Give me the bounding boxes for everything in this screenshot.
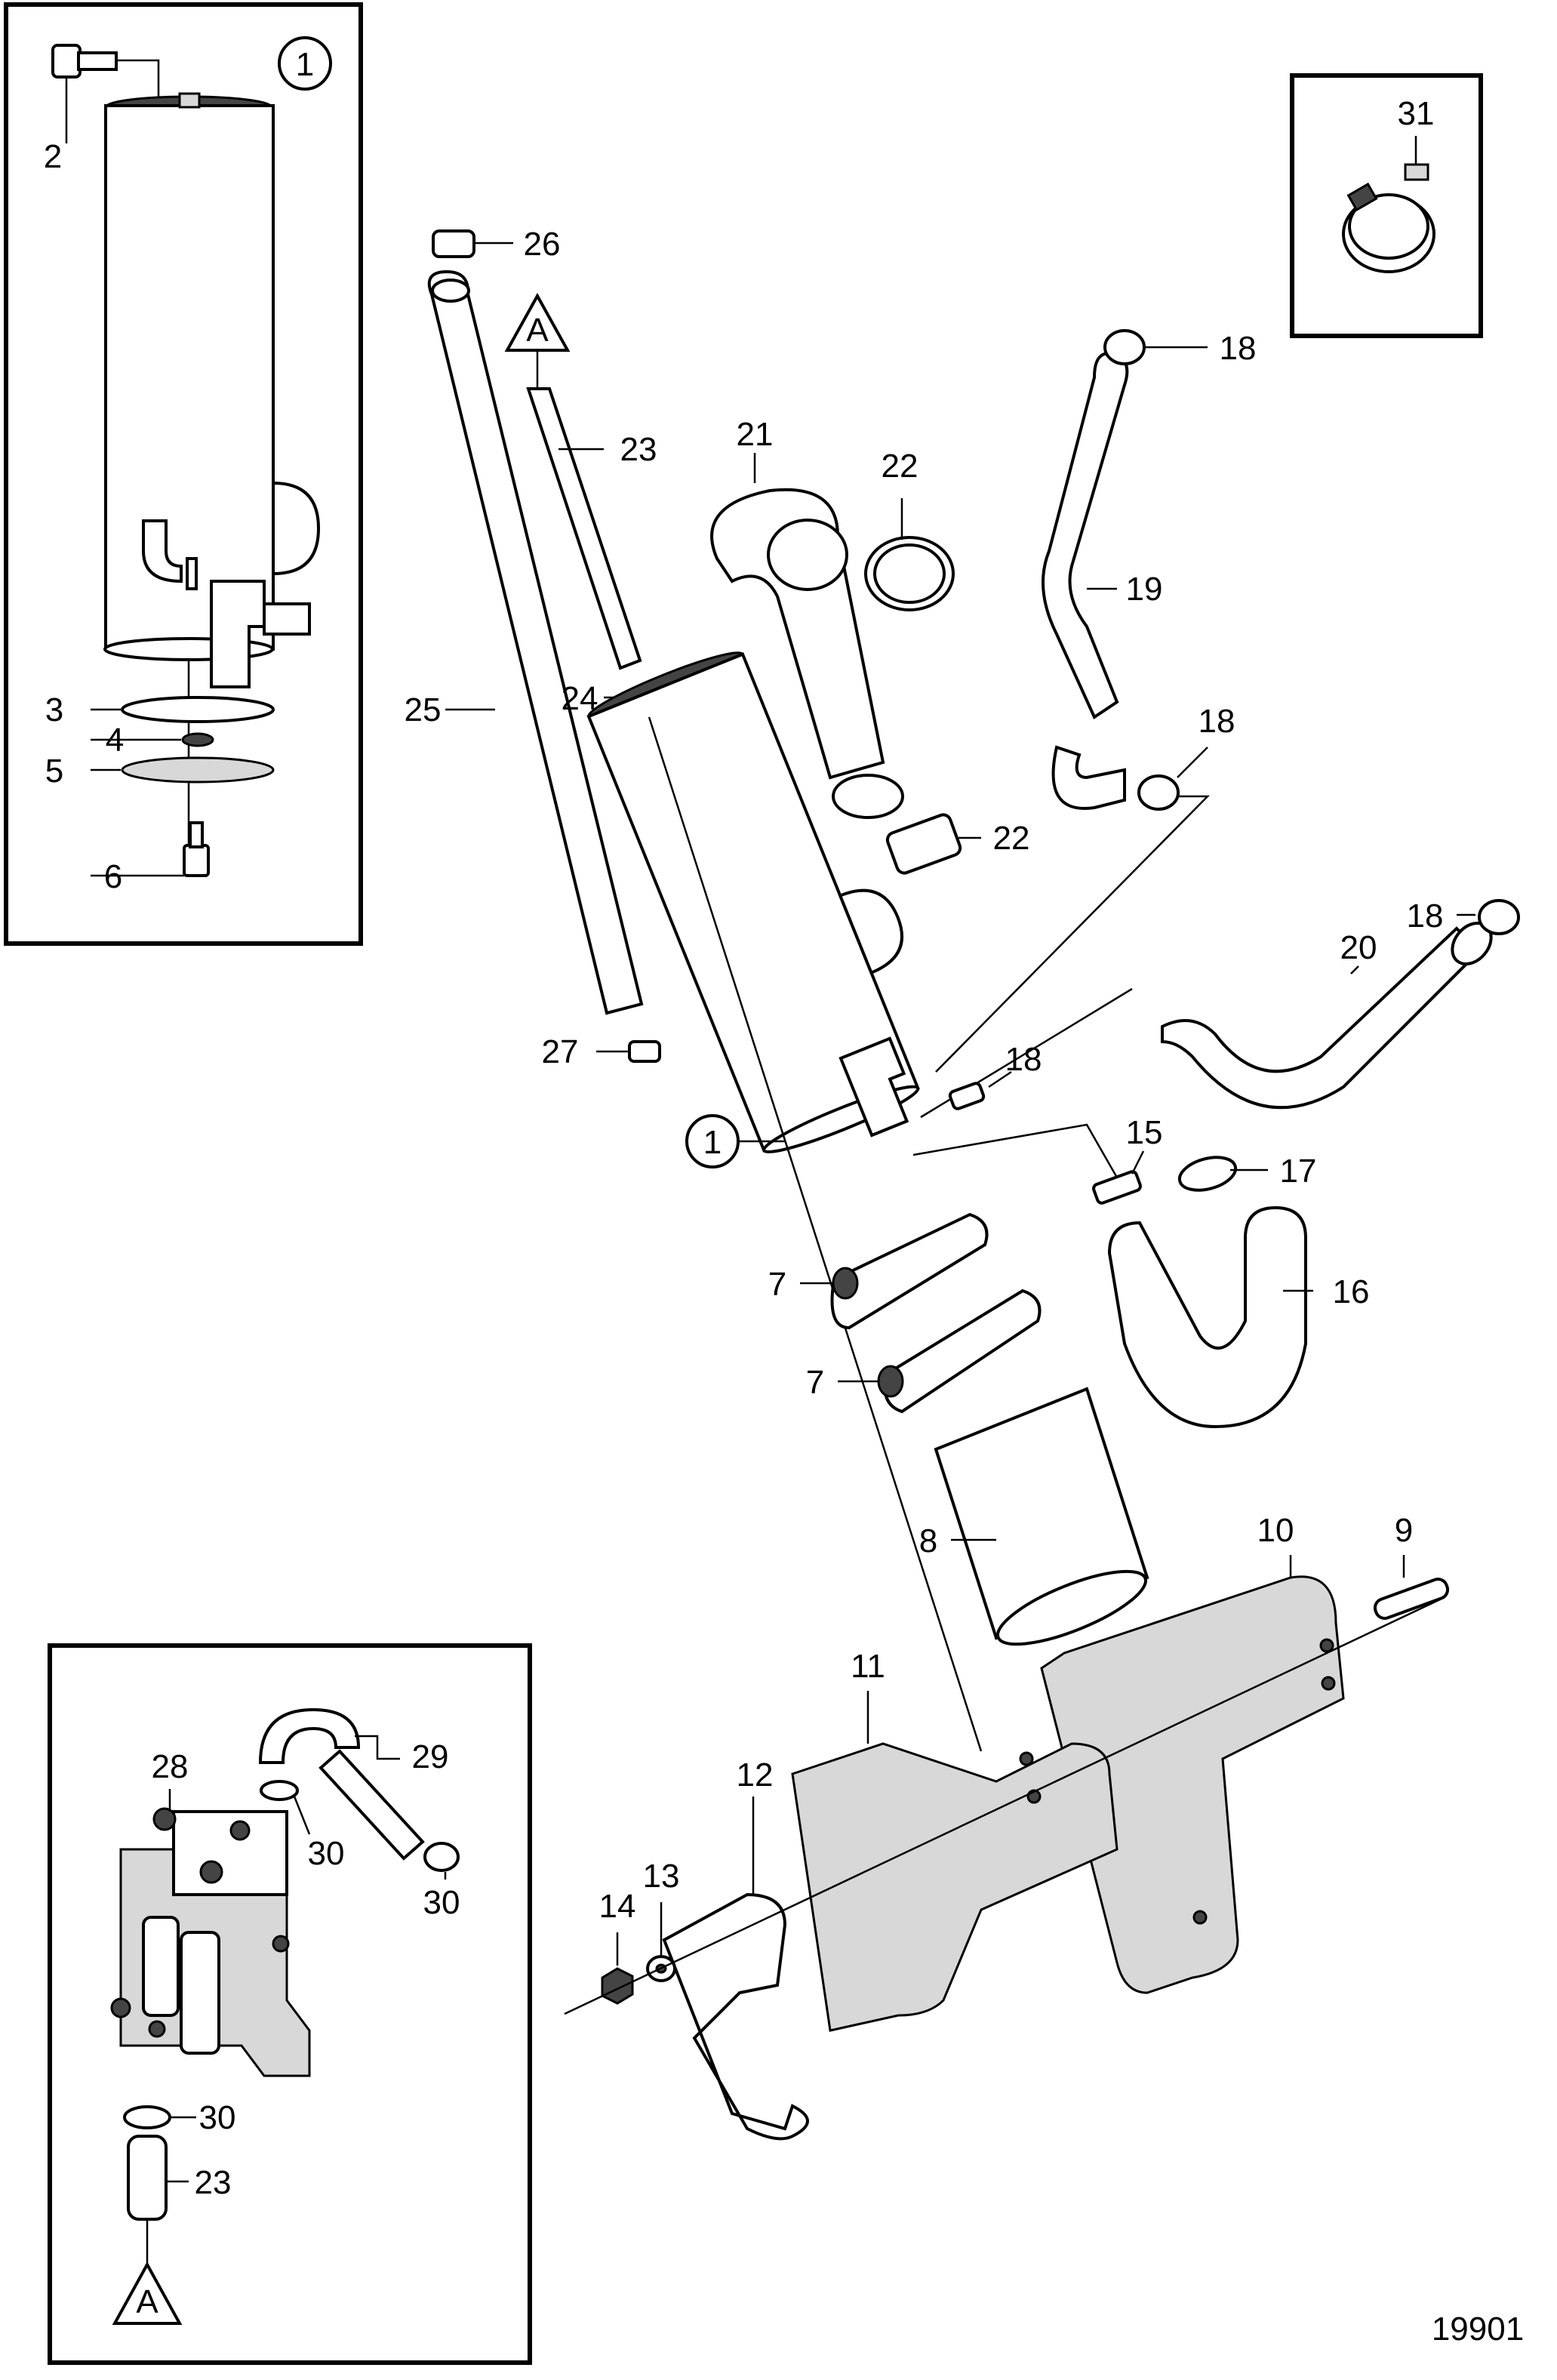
callout-23-b: 23	[195, 2164, 232, 2201]
callout-19: 19	[1126, 571, 1163, 608]
nut-14	[601, 1967, 634, 2005]
bracket-11	[791, 1742, 1119, 2032]
screw-part-2	[51, 44, 82, 79]
callout-7-b: 7	[806, 1364, 824, 1401]
hose-23-upper	[526, 387, 642, 670]
callout-30-a: 30	[308, 1835, 345, 1872]
washer-4	[181, 732, 214, 747]
clamp-30-b	[423, 1842, 460, 1872]
callout-10: 10	[1257, 1512, 1294, 1549]
small-elbow	[142, 519, 183, 583]
callout-30-c: 30	[199, 2099, 236, 2136]
pin-9	[1373, 1578, 1450, 1620]
circle-marker-1-top	[278, 36, 332, 91]
callout-28: 28	[152, 1748, 189, 1785]
ring-7-a	[830, 1212, 989, 1330]
hose-29-upper	[258, 1707, 361, 1764]
callout-22-a: 22	[882, 448, 919, 485]
callout-3: 3	[45, 691, 63, 728]
ring-7-b	[883, 1289, 1042, 1414]
seal-ring-3	[121, 696, 275, 723]
callout-12: 12	[737, 1757, 774, 1793]
callout-11: 11	[851, 1648, 885, 1685]
clamp-30-c	[123, 2105, 171, 2129]
ref-marker-a-top-text: A	[526, 312, 549, 349]
callout-6: 6	[104, 858, 122, 895]
callout-16: 16	[1333, 1273, 1370, 1310]
callout-14: 14	[599, 1888, 636, 1925]
hose-19	[1042, 352, 1129, 719]
pump-bracket	[172, 1810, 288, 1896]
main-filter-canister	[586, 651, 920, 1153]
fitting-27	[628, 1040, 661, 1063]
inset-pump-detail: A 28 29 30 30 30 23	[48, 1643, 532, 2365]
plate-5	[121, 756, 275, 784]
hose-20	[1161, 926, 1482, 1110]
callout-31: 31	[1398, 95, 1435, 132]
hose-25	[427, 269, 644, 1015]
clamp-18-c	[1478, 899, 1520, 935]
inset-frame-top-right	[1290, 73, 1483, 338]
callout-2: 2	[44, 138, 62, 175]
inset-filter-detail: 1 2 3 4 5 6	[4, 2, 363, 946]
callout-27: 27	[542, 1033, 579, 1070]
clamp-18-a	[1103, 329, 1146, 365]
callout-4: 4	[106, 722, 124, 759]
clamp-18-b	[1137, 774, 1180, 811]
pump-cylinder-left	[142, 1916, 180, 2017]
clamp-17	[1177, 1156, 1238, 1192]
fitting-18-d	[948, 1082, 986, 1110]
callout-30-b: 30	[423, 1884, 460, 1921]
clamp-22-b	[885, 813, 962, 875]
circle-marker-1-top-text: 1	[296, 46, 314, 83]
callout-18-a: 18	[1220, 330, 1257, 367]
ref-marker-a-bottom	[112, 2261, 183, 2325]
callout-13: 13	[643, 1858, 680, 1895]
callout-20: 20	[1340, 929, 1377, 966]
callout-18-d: 18	[1005, 1041, 1042, 1078]
fitting-15	[1092, 1170, 1142, 1205]
main-exploded-view: 26 A 23 24 25 1 27	[405, 226, 1520, 2141]
callout-8: 8	[919, 1523, 937, 1559]
outlet-elbow	[210, 580, 266, 688]
pump-cylinder-right	[180, 1931, 220, 2055]
callout-18-b: 18	[1199, 703, 1235, 740]
circle-marker-1-main-text: 1	[703, 1124, 722, 1161]
bracket-12	[662, 1892, 809, 2141]
callout-5: 5	[45, 753, 63, 790]
clamp-30-a	[260, 1780, 299, 1801]
inset-frame-top-left	[4, 2, 363, 946]
bolt-6	[183, 844, 210, 877]
callout-7-a: 7	[768, 1266, 786, 1303]
diagram-id: 19901	[1432, 2311, 1524, 2348]
hose-23-lower	[127, 2135, 168, 2221]
callout-17: 17	[1280, 1153, 1317, 1190]
callout-26: 26	[524, 226, 561, 263]
callout-23-a: 23	[620, 431, 657, 468]
callout-22-b: 22	[993, 820, 1030, 857]
callout-9: 9	[1395, 1512, 1413, 1549]
callout-21: 21	[737, 416, 774, 453]
callout-15: 15	[1126, 1114, 1163, 1151]
callout-18-c: 18	[1407, 898, 1444, 934]
callout-29: 29	[412, 1738, 449, 1775]
hose-29-lower	[318, 1749, 425, 1861]
callout-25: 25	[405, 691, 442, 728]
ref-marker-a-bottom-text: A	[136, 2283, 158, 2320]
screw-shank-2	[77, 51, 118, 71]
inset-frame-bottom-left	[48, 1643, 532, 2365]
clamp-26	[432, 229, 475, 258]
u-hose-16	[1107, 1205, 1307, 1429]
side-fitting	[272, 481, 321, 576]
inset-clamp-detail: 31	[1290, 73, 1483, 338]
